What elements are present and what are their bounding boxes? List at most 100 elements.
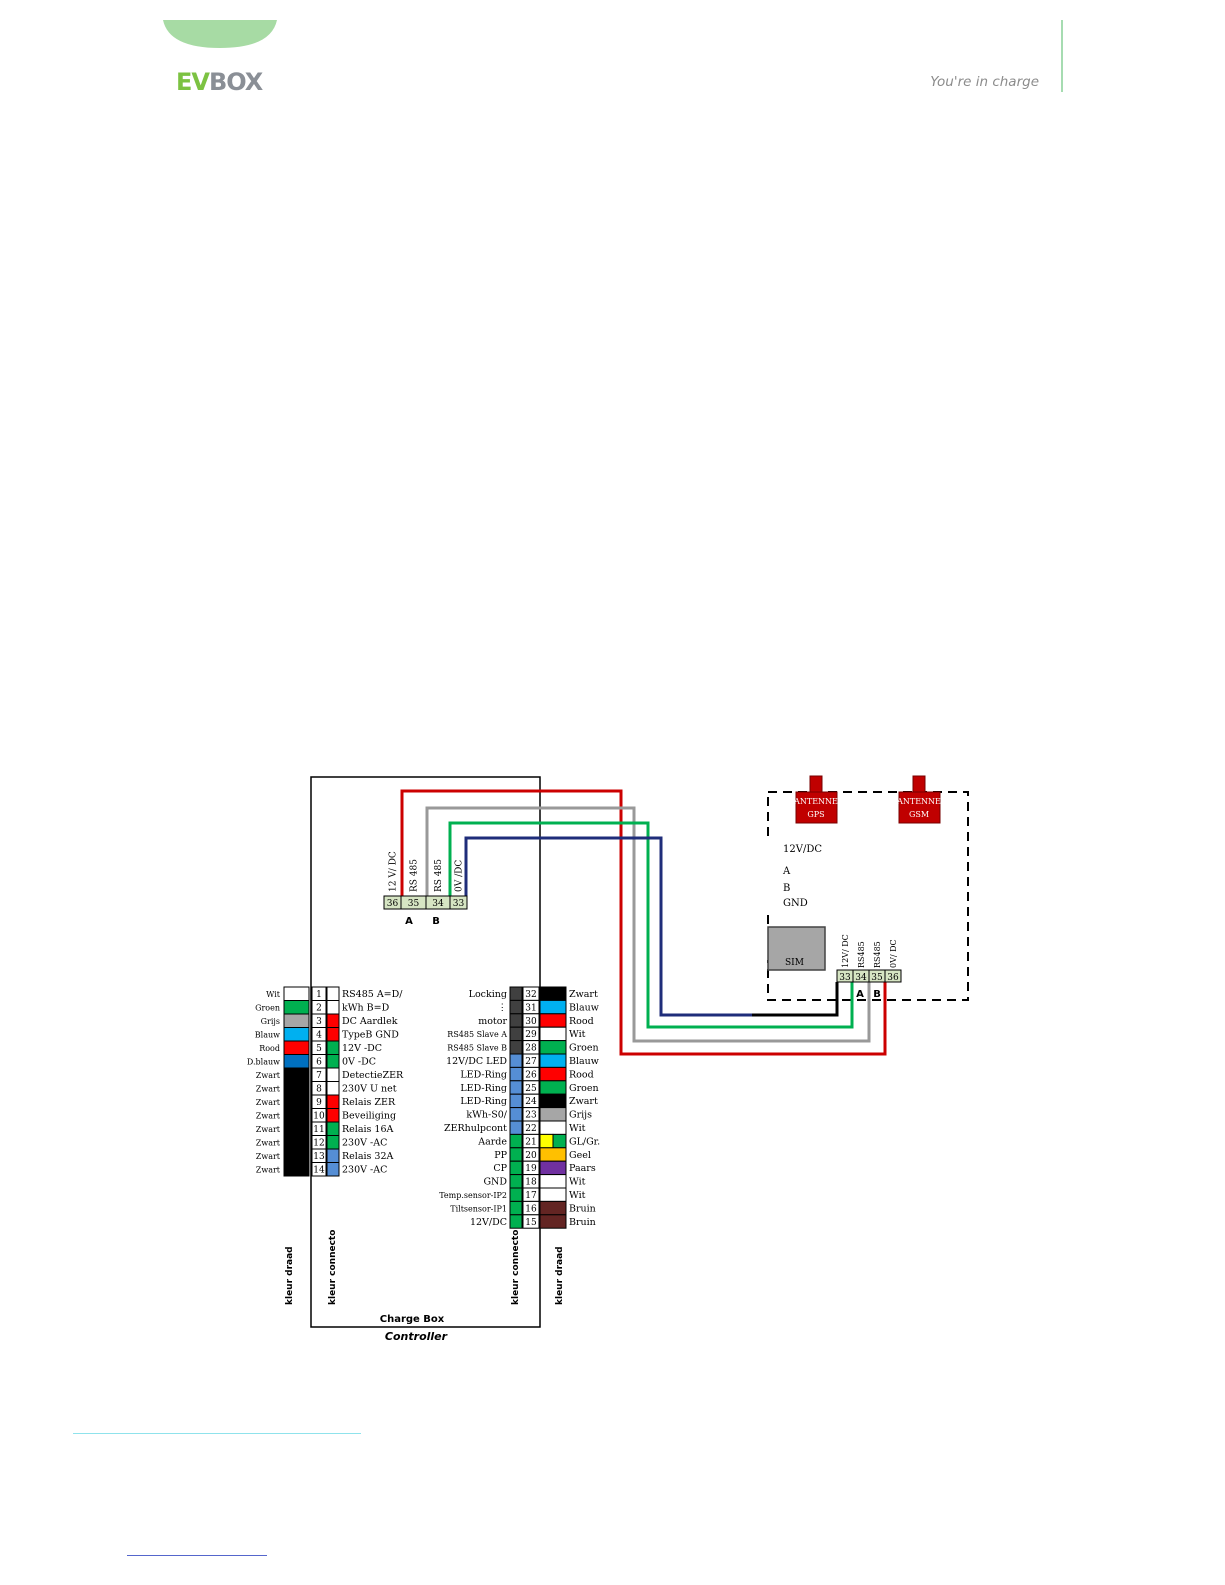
modem-components: ANTENNEGPSANTENNEGSM12V/DCABGNDSIM3312V/… [767,775,941,1000]
wire-gray [425,806,871,1043]
left-connector-color-cell [326,1148,340,1163]
left-pin-function: 230V -AC [342,1165,387,1176]
left-pin-number: 1 [316,990,322,1000]
right-wire-name: Blauw [569,1002,599,1013]
right-pin-function: kWh-S0/ [466,1110,507,1121]
left-wire-name: Wit [266,990,281,999]
left-wire-color-cell [283,1108,310,1123]
right-connector-color-cell [509,1107,523,1122]
footer-rule [73,1433,361,1434]
right-pin-function: CP [493,1163,507,1174]
sim-slot [767,926,826,971]
top-terminal-label: 12 V/ DC [389,851,399,892]
left-pin-number: 13 [313,1152,325,1162]
left-wire-name: D.blauw [247,1058,280,1067]
modem-box [767,791,969,1001]
modem-terminal-label: 0V/ DC [889,939,898,968]
left-wire-color-cell [283,1040,310,1055]
tagline: You're in charge [930,74,1039,90]
left-wire-name: Groen [255,1004,280,1013]
left-wire-color-cell [283,1148,310,1163]
wire-red [400,789,887,1056]
left-connector-color-cell [326,1081,340,1096]
right-pin-number: 30 [525,1017,537,1027]
right-pin-number: 24 [525,1097,537,1107]
right-pin-function: PP [494,1150,507,1161]
left-connector-color-cell [326,1013,340,1028]
right-pin-number: 19 [525,1164,537,1174]
left-wire-name: Zwart [256,1098,281,1107]
right-pin-number: 28 [525,1044,537,1054]
right-connector-color-cell [509,1080,523,1095]
right-connector-color-cell [509,1133,523,1149]
right-connector-color-cell [509,1120,523,1135]
right-pin-function: ⋮ [498,1002,508,1013]
modem-io-label: B [783,883,790,894]
left-wire-name: Zwart [256,1139,281,1148]
right-connector-color-cell [509,1160,523,1176]
left-wire-color-cell [283,1162,310,1177]
right-connector-color-cell [509,986,523,1001]
right-pin-number-cell [522,1214,540,1229]
right-wire-color-cell [539,1040,567,1055]
left-pin-function: DetectieZER [342,1070,404,1081]
right-pin-number: 20 [525,1151,537,1161]
right-wire-name: GL/Gr. [569,1136,600,1147]
left-wire-color-cell [283,1081,310,1096]
modem-terminal-b: B [873,989,881,1000]
right-wire-color-cell [539,1066,567,1082]
modem-terminal-label: RS485 [857,941,866,968]
left-pin-number: 7 [316,1071,322,1081]
antenna-sub: GPS [807,810,824,819]
right-wire-name: Rood [569,1016,594,1027]
top-terminal-cell [449,895,468,910]
left-wire-color-cell [283,1054,310,1069]
left-pin-number: 5 [316,1044,322,1054]
right-pin-function: Aarde [477,1136,507,1147]
right-connector-color-cell [509,1187,523,1202]
left-pin-number: 12 [313,1139,324,1149]
left-wire-color-cell [283,1094,310,1109]
right-connector-color-cell [509,999,523,1015]
left-pin-function: kWh B=D [342,1003,390,1014]
right-pin-number: 16 [525,1204,537,1214]
right-wire-name: Groen [569,1043,599,1054]
top-terminal-number: 36 [387,899,399,909]
left-connector-color-cell [326,1094,340,1109]
left-pin-number: 11 [313,1125,324,1135]
right-pin-function: GND [483,1177,507,1188]
right-wire-name: Paars [569,1163,596,1174]
left-connector-color-cell [326,1040,340,1055]
right-pin-function: ZERhulpcont [444,1123,507,1134]
modem-terminal-label: RS485 [873,941,882,968]
left-wire-name: Zwart [256,1125,281,1134]
wire-navy [464,836,752,1017]
modem-terminal-a: A [856,989,864,1000]
right-pin-function: RS485 Slave A [447,1030,507,1039]
right-pin-number: 29 [525,1030,537,1040]
left-connector-color-cell [326,1135,340,1150]
right-pin-function: LED-Ring [460,1096,507,1107]
right-wire-color-cell [539,1093,567,1109]
right-pin-function: Locking [469,989,507,1000]
left-pin-number: 9 [316,1098,322,1108]
modem-terminal-cell [884,969,902,983]
right-connector-color-cell [509,1066,523,1082]
left-wire-color-cell [283,1000,310,1015]
right-pin-number: 18 [525,1178,537,1188]
right-pin-function: LED-Ring [460,1069,507,1080]
left-wire-name: Zwart [256,1166,281,1175]
right-connector-color-cell [509,1013,523,1028]
controller-title: Charge Box [380,1314,445,1325]
right-connector-color-cell [509,1053,523,1068]
right-connector-color-cell [509,1174,523,1189]
right-pin-function: LED-Ring [460,1083,507,1094]
antenna-stub [809,775,823,793]
wire-black [752,982,839,1017]
right-wire-name: Rood [569,1069,594,1080]
left-pin-number: 6 [316,1058,322,1068]
left-wire-name: Zwart [256,1071,281,1080]
left-wire-color-cell [283,1135,310,1150]
right-wire-name: Zwart [569,989,598,1000]
